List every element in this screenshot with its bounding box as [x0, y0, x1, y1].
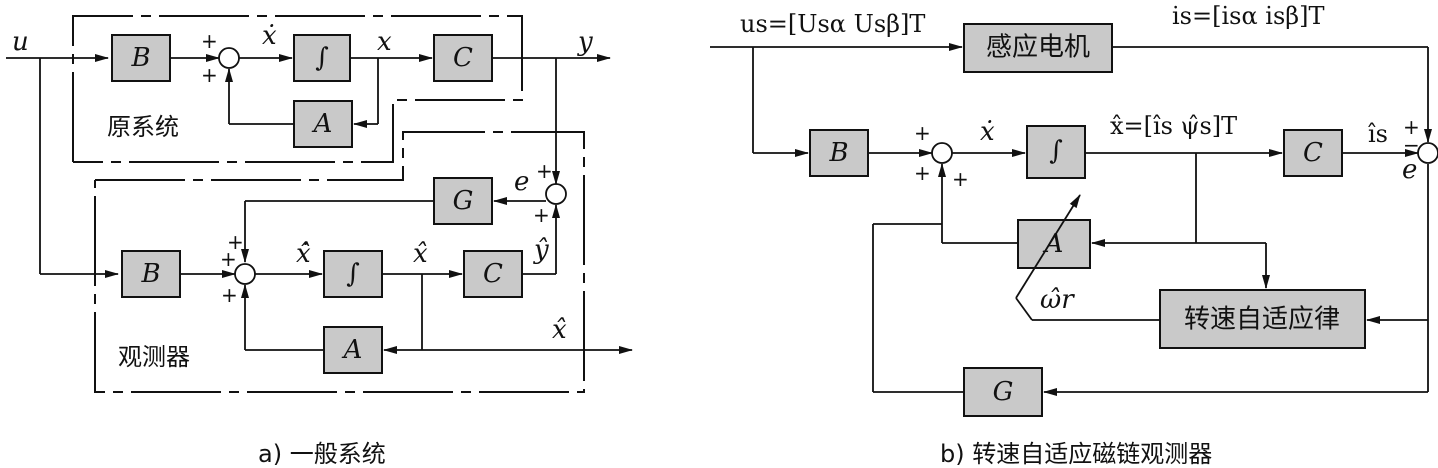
- block-C-observer-label: C: [483, 259, 503, 289]
- block-G-observer-label: G: [453, 186, 474, 216]
- block-C-observer: [463, 250, 523, 298]
- observer-label: 观测器: [118, 343, 190, 371]
- signal-y: y: [577, 27, 593, 57]
- block-A-system-label: A: [312, 109, 333, 139]
- summing-junction-observer: [234, 263, 256, 285]
- summing-junction-error: [545, 183, 567, 205]
- block-C-system-label: C: [453, 43, 473, 73]
- sign-plus: +: [1403, 115, 1420, 139]
- summing-junction-right: [931, 142, 953, 164]
- block-A-right: [1017, 219, 1091, 269]
- observer-boundary: [94, 131, 585, 393]
- block-induction-motor: [963, 23, 1113, 73]
- signal-xhat-def: x̂=[îs ψ̂s]T: [1110, 112, 1237, 140]
- block-A-observer: [323, 326, 383, 374]
- sign-plus: +: [201, 29, 218, 53]
- summing-junction-system: [218, 47, 240, 69]
- caption-a: a) 一般系统: [258, 440, 386, 468]
- signal-omega: ω̂r: [1040, 285, 1075, 315]
- sign-plus: +: [952, 167, 969, 191]
- block-A-right-label: A: [1043, 229, 1064, 259]
- block-integrator-system: [293, 34, 351, 82]
- signal-e: e: [514, 167, 529, 197]
- original-system-label: 原系统: [107, 113, 179, 141]
- signal-e-right: e: [1402, 155, 1417, 185]
- block-B-observer-label: B: [140, 259, 160, 289]
- block-B-system-label: B: [130, 43, 150, 73]
- signal-u: u: [12, 27, 29, 57]
- block-C-right-label: C: [1303, 138, 1323, 168]
- induction-motor-label: 感应电机: [986, 33, 1090, 63]
- block-integrator-observer: [323, 250, 383, 298]
- sign-plus: +: [227, 230, 244, 254]
- left-diagram: u B + + ẋ ∫ x C y A 原系统 + + e G: [6, 15, 633, 468]
- signal-xhatdot: x̂̇: [296, 239, 311, 269]
- original-system-boundary: [72, 15, 523, 163]
- block-speed-adaptive-law: [1159, 289, 1366, 349]
- signal-x: x: [377, 27, 392, 57]
- signal-xdot-right: ẋ: [980, 117, 995, 147]
- speed-adjust-arrow: [1015, 194, 1081, 299]
- integrator-right-label: ∫: [1049, 136, 1063, 166]
- block-G-observer: [433, 177, 493, 225]
- speed-adaptive-law-label: 转速自适应律: [1184, 305, 1340, 335]
- block-A-system: [293, 100, 353, 148]
- signal-xhat-output: x̂: [552, 315, 567, 345]
- sign-plus: +: [221, 283, 238, 307]
- block-A-observer-label: A: [342, 335, 363, 365]
- summing-junction-error-right: [1417, 142, 1438, 164]
- sign-plus: +: [914, 121, 931, 145]
- sign-plus: +: [201, 63, 218, 87]
- sign-plus: +: [220, 247, 237, 271]
- signal-is: is=[isα isβ]T: [1172, 2, 1325, 30]
- signal-xdot: ẋ: [262, 21, 277, 51]
- block-B-right-label: B: [828, 138, 848, 168]
- integrator-observer-label: ∫: [346, 259, 360, 289]
- block-integrator-right: [1026, 125, 1086, 179]
- omega-to-adjust-line: [1015, 297, 1033, 321]
- signal-us: us=[Usα Usβ]T: [740, 10, 925, 38]
- sign-plus: +: [914, 161, 931, 185]
- sign-plus: +: [536, 159, 553, 183]
- integrator-system-label: ∫: [315, 43, 329, 73]
- right-diagram: us=[Usα Usβ]T 感应电机 is=[isα isβ]T B + + +…: [710, 2, 1438, 468]
- sign-minus: −: [1403, 133, 1420, 157]
- signal-yhat: ŷ: [533, 235, 549, 265]
- block-G-right-label: G: [993, 377, 1014, 407]
- signal-ishat: îs: [1368, 120, 1388, 148]
- caption-b: b) 转速自适应磁链观测器: [940, 440, 1212, 468]
- signal-xhat: x̂: [413, 239, 428, 269]
- block-B-right: [809, 129, 869, 177]
- sign-plus: +: [533, 203, 550, 227]
- block-C-right: [1283, 129, 1343, 177]
